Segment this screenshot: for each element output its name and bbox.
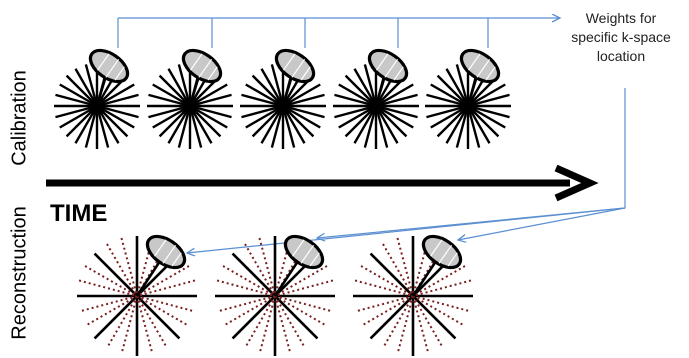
reconstruction-frames xyxy=(77,230,473,356)
calibration-frame-5 xyxy=(425,44,511,149)
kernel-ellipse xyxy=(418,230,466,274)
weights-label: Weights for specific k-space location xyxy=(558,9,684,66)
kernel-ellipse xyxy=(364,44,412,88)
kernel-ellipse xyxy=(85,44,133,88)
kernel-ellipse xyxy=(178,44,226,88)
calibration-connector xyxy=(118,18,560,48)
time-arrow xyxy=(46,168,590,198)
reconstruction-frame-2 xyxy=(215,230,335,356)
kernel-ellipse xyxy=(142,230,190,274)
time-label: TIME xyxy=(50,200,107,228)
reconstruction-frame-3 xyxy=(353,230,473,356)
calibration-frame-4 xyxy=(333,44,419,149)
calibration-frame-1 xyxy=(54,44,140,149)
calibration-frame-3 xyxy=(240,44,326,149)
kernel-ellipse xyxy=(280,230,328,274)
calibration-label: Calibration xyxy=(9,70,32,166)
calibration-frames xyxy=(54,44,511,149)
reconstruction-frame-1 xyxy=(77,230,197,356)
calibration-frame-2 xyxy=(147,44,233,149)
reconstruction-label: Reconstruction xyxy=(9,206,32,339)
kernel-ellipse xyxy=(456,44,504,88)
kernel-ellipse xyxy=(271,44,319,88)
